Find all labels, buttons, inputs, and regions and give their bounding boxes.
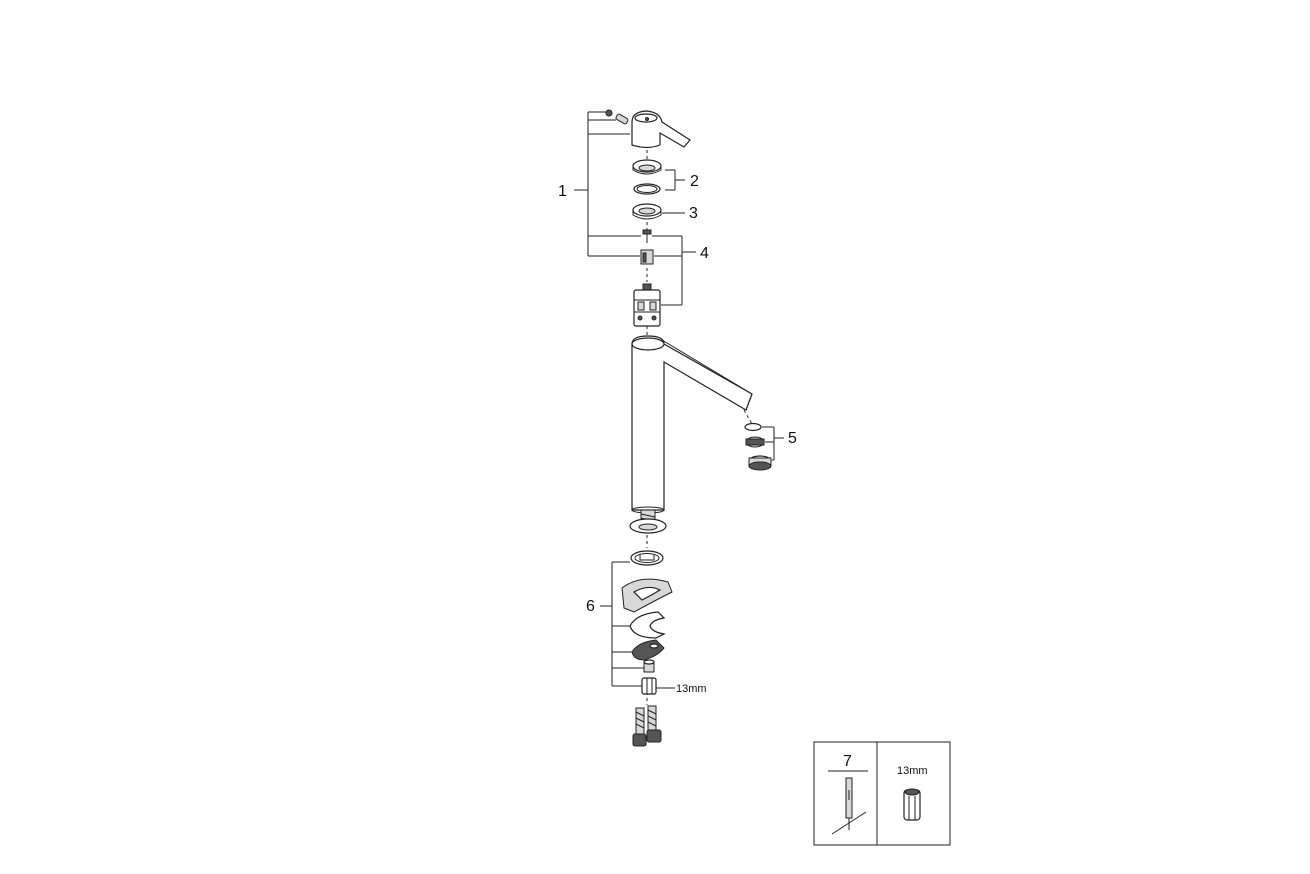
gasket-plate [621, 578, 673, 613]
callout-3: 3 [689, 205, 698, 222]
faucet-body [631, 335, 753, 514]
cover-ring [632, 159, 662, 175]
bracket-1 [574, 111, 641, 257]
bracket-6 [600, 561, 675, 689]
aerator-assembly [744, 422, 772, 471]
hex-nut-13mm [641, 677, 657, 695]
wrench-size-label-main: 13mm [676, 683, 707, 695]
callout-2: 2 [690, 173, 699, 190]
lever-handle [631, 110, 691, 149]
base-washer [629, 518, 667, 534]
cartridge [633, 283, 661, 327]
bracket-5 [762, 426, 784, 461]
flex-hoses [632, 705, 662, 747]
bracket-2 [665, 169, 685, 191]
special-tool [831, 777, 867, 835]
callout-7: 7 [843, 753, 852, 770]
callout-4: 4 [700, 245, 709, 262]
small-screw [642, 229, 652, 243]
fixing-plate [631, 639, 665, 661]
horseshoe-washer [629, 611, 666, 639]
bracket-4 [652, 235, 696, 306]
callout-6: 6 [586, 598, 595, 615]
o-ring [633, 183, 661, 195]
grub-screw [605, 109, 629, 125]
tools-box [813, 741, 951, 846]
wrench-size-label-box: 13mm [897, 765, 928, 777]
fixing-nut [643, 659, 655, 673]
callout-1: 1 [558, 183, 567, 200]
cartridge-nut [632, 203, 662, 220]
adapter [640, 249, 654, 265]
handle-assembly [605, 109, 691, 149]
callout-5: 5 [788, 430, 797, 447]
mounting-ring [630, 550, 664, 566]
socket-wrench [903, 788, 921, 821]
